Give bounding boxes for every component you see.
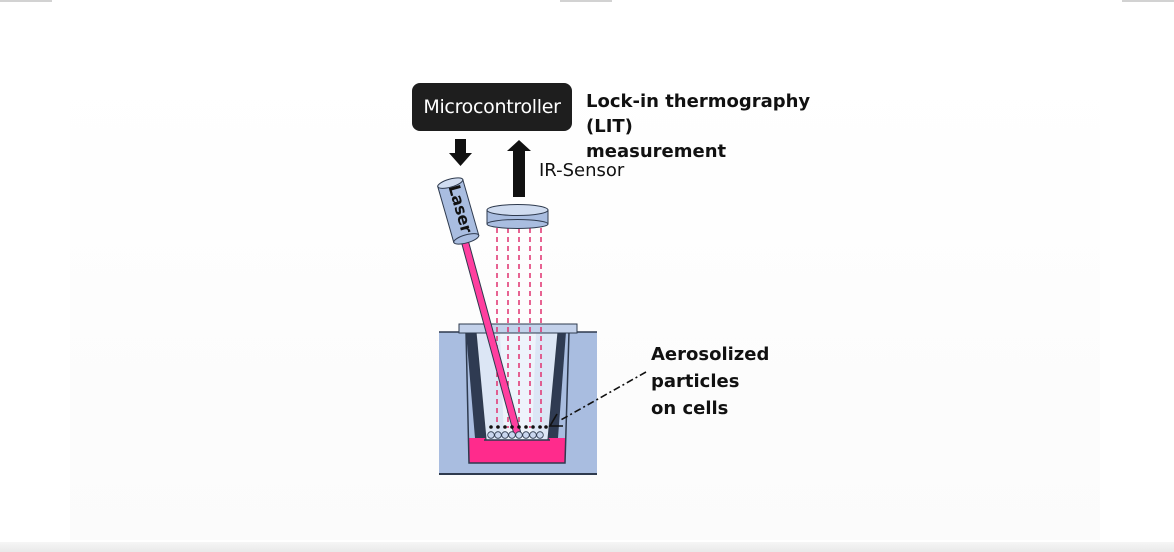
cell-layer <box>487 431 544 439</box>
lit-measurement-label: Lock-in thermography (LIT) measurement <box>586 91 811 162</box>
microcontroller-box: Microcontroller <box>412 83 572 131</box>
culture-medium <box>469 438 565 463</box>
top-edge-mark <box>560 0 612 2</box>
top-edge-mark <box>1122 0 1174 2</box>
aerosol-particles <box>489 425 548 429</box>
aerosolized-particles-label: Aerosolized particles on cells <box>651 344 770 419</box>
laser-icon <box>437 177 480 245</box>
pointer-arrow <box>548 371 647 427</box>
ir-sensor-icon <box>486 204 549 229</box>
arrow-up-from-ir-sensor <box>507 140 531 197</box>
top-edge-mark <box>0 0 52 2</box>
ir-sensor-label: IR-Sensor <box>539 160 625 181</box>
laser-beam <box>461 238 521 436</box>
bottom-band <box>0 542 1174 552</box>
arrow-down-to-laser <box>449 139 472 166</box>
